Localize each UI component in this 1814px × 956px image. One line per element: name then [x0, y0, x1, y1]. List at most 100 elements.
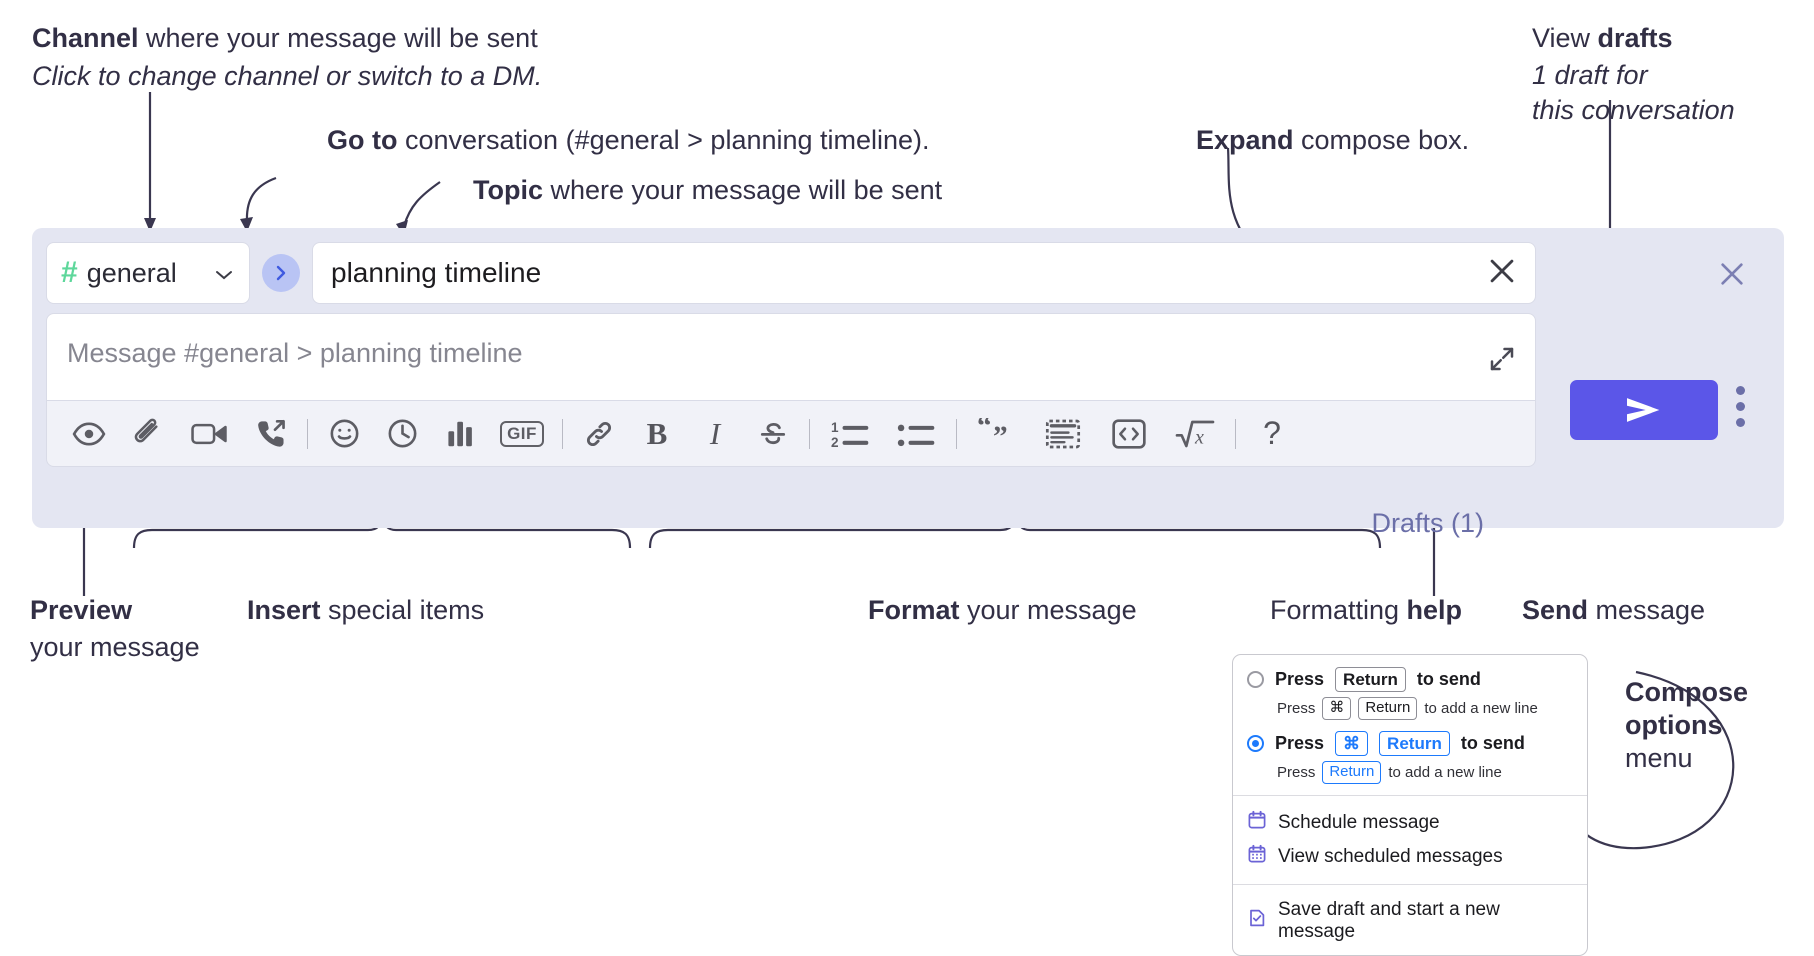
italic-icon[interactable]: I [691, 410, 739, 458]
preview-icon[interactable] [65, 410, 113, 458]
compose-options-button[interactable] [1736, 386, 1745, 427]
send-option-cmd-return[interactable]: Press ⌘ Return to send [1233, 729, 1587, 758]
poll-icon[interactable] [436, 410, 484, 458]
annotation-goto-rest: conversation (#general > planning timeli… [397, 125, 930, 155]
option2-key1: ⌘ [1335, 731, 1369, 757]
option1-sub-tail: to add a new line [1424, 700, 1538, 718]
annotation-send: Send message [1522, 594, 1705, 627]
code-block-icon[interactable] [1035, 410, 1091, 458]
clear-topic-icon[interactable] [1485, 254, 1519, 293]
toolbar-divider [562, 418, 563, 449]
annotation-preview-bold: Preview [30, 595, 133, 625]
option1-tail: to send [1416, 669, 1481, 690]
annotation-compose-rest: menu [1625, 742, 1693, 773]
help-label: ? [1263, 415, 1281, 451]
menu-item-view-scheduled[interactable]: View scheduled messages [1233, 842, 1587, 876]
svg-text:2: 2 [831, 434, 839, 448]
channel-selector[interactable]: # general [46, 242, 250, 304]
annotation-channel-rest: where your message will be sent [138, 23, 538, 53]
annotation-expand: Expand compose box. [1196, 124, 1469, 157]
channel-name: general [86, 257, 177, 288]
annotation-compose-bold1: Compose [1625, 677, 1749, 707]
compose-box: Drafts (1) # general planning timeline [32, 228, 1784, 538]
bold-label: B [646, 415, 668, 451]
annotation-help: Formatting help [1270, 594, 1462, 627]
send-option-return[interactable]: Press Return to send [1233, 665, 1587, 694]
svg-text:“: “ [977, 418, 992, 442]
calendar-days-icon [1247, 844, 1267, 870]
emoji-icon[interactable] [320, 410, 368, 458]
topic-value: planning timeline [331, 257, 542, 288]
drafts-link[interactable]: Drafts (1) [1371, 508, 1484, 538]
svg-text:x: x [1194, 426, 1204, 448]
radio-return[interactable] [1247, 671, 1264, 689]
strikethrough-icon[interactable] [749, 410, 797, 458]
menu-item-label: View scheduled messages [1278, 846, 1503, 867]
annotation-preview-rest: your message [30, 631, 200, 662]
option2-sub-key: Return [1322, 761, 1382, 784]
goto-conversation-button[interactable] [262, 254, 300, 292]
option1-sub-key1: ⌘ [1322, 697, 1352, 720]
svg-text:”: ” [993, 421, 1008, 450]
topic-input[interactable]: planning timeline [312, 242, 1536, 304]
gif-icon[interactable]: GIF [494, 410, 550, 458]
option2-key2: Return [1379, 731, 1450, 757]
option2-tail: to send [1460, 733, 1525, 754]
annotation-topic-rest: where your message will be sent [543, 175, 943, 205]
toolbar-divider [956, 418, 957, 449]
inline-code-icon[interactable] [1101, 410, 1157, 458]
bulleted-list-icon[interactable] [888, 410, 944, 458]
annotation-drafts-plain: View [1532, 23, 1598, 53]
expand-icon[interactable] [1487, 344, 1517, 379]
close-compose-button[interactable] [1716, 258, 1748, 295]
option1-press: Press [1275, 669, 1325, 690]
annotation-send-rest: message [1588, 595, 1706, 625]
save-draft-icon [1247, 908, 1267, 934]
math-icon[interactable]: x [1167, 410, 1223, 458]
send-option-return-hint: Press ⌘ Return to add a new line [1233, 694, 1587, 723]
attachment-icon[interactable] [123, 410, 171, 458]
option1-key: Return [1335, 667, 1406, 693]
annotation-compose-options: Compose options menu [1625, 676, 1748, 775]
bold-icon[interactable]: B [633, 410, 681, 458]
annotation-channel: Channel where your message will be sent … [32, 22, 542, 93]
menu-item-schedule-message[interactable]: Schedule message [1233, 804, 1587, 842]
menu-item-label: Save draft and start a new message [1278, 899, 1500, 942]
video-icon[interactable] [181, 410, 237, 458]
annotation-compose-bold2: options [1625, 709, 1723, 740]
blockquote-icon[interactable]: “” [969, 410, 1025, 458]
annotation-help-bold: help [1406, 595, 1463, 625]
italic-label: I [709, 415, 721, 451]
radio-cmd-return[interactable] [1247, 735, 1264, 753]
annotation-channel-italic: Click to change channel or switch to a D… [32, 60, 543, 91]
chevron-down-icon [213, 258, 235, 289]
annotation-goto: Go to conversation (#general > planning … [327, 124, 930, 157]
option1-sub-key2: Return [1358, 697, 1418, 720]
menu-item-label: Schedule message [1278, 812, 1440, 833]
message-input[interactable]: Message #general > planning timeline [46, 313, 1536, 401]
link-icon[interactable] [575, 410, 623, 458]
annotation-topic-bold: Topic [473, 175, 543, 205]
compose-header-row: # general planning timeline [46, 242, 1536, 304]
menu-divider [1233, 884, 1587, 885]
annotation-help-plain: Formatting [1270, 595, 1407, 625]
clock-icon[interactable] [378, 410, 426, 458]
annotation-format-rest: your message [959, 595, 1137, 625]
calendar-icon [1247, 810, 1267, 836]
annotation-drafts-italic2: this conversation [1532, 94, 1735, 125]
annotation-preview: Preview your message [30, 594, 200, 664]
help-icon[interactable]: ? [1248, 410, 1296, 458]
send-button[interactable] [1570, 380, 1718, 440]
annotation-expand-bold: Expand [1196, 125, 1294, 155]
gif-label: GIF [500, 420, 544, 447]
compose-options-menu: Press Return to send Press ⌘ Return to a… [1232, 654, 1588, 956]
huddle-icon[interactable] [247, 410, 295, 458]
option2-press: Press [1275, 733, 1325, 754]
option2-sub-press: Press [1277, 764, 1316, 782]
annotation-drafts: View drafts 1 draft for this conversatio… [1532, 22, 1735, 127]
annotation-drafts-italic1: 1 draft for [1532, 59, 1648, 90]
menu-item-save-draft[interactable]: Save draft and start a new message [1233, 893, 1587, 949]
annotation-channel-bold: Channel [32, 23, 139, 53]
